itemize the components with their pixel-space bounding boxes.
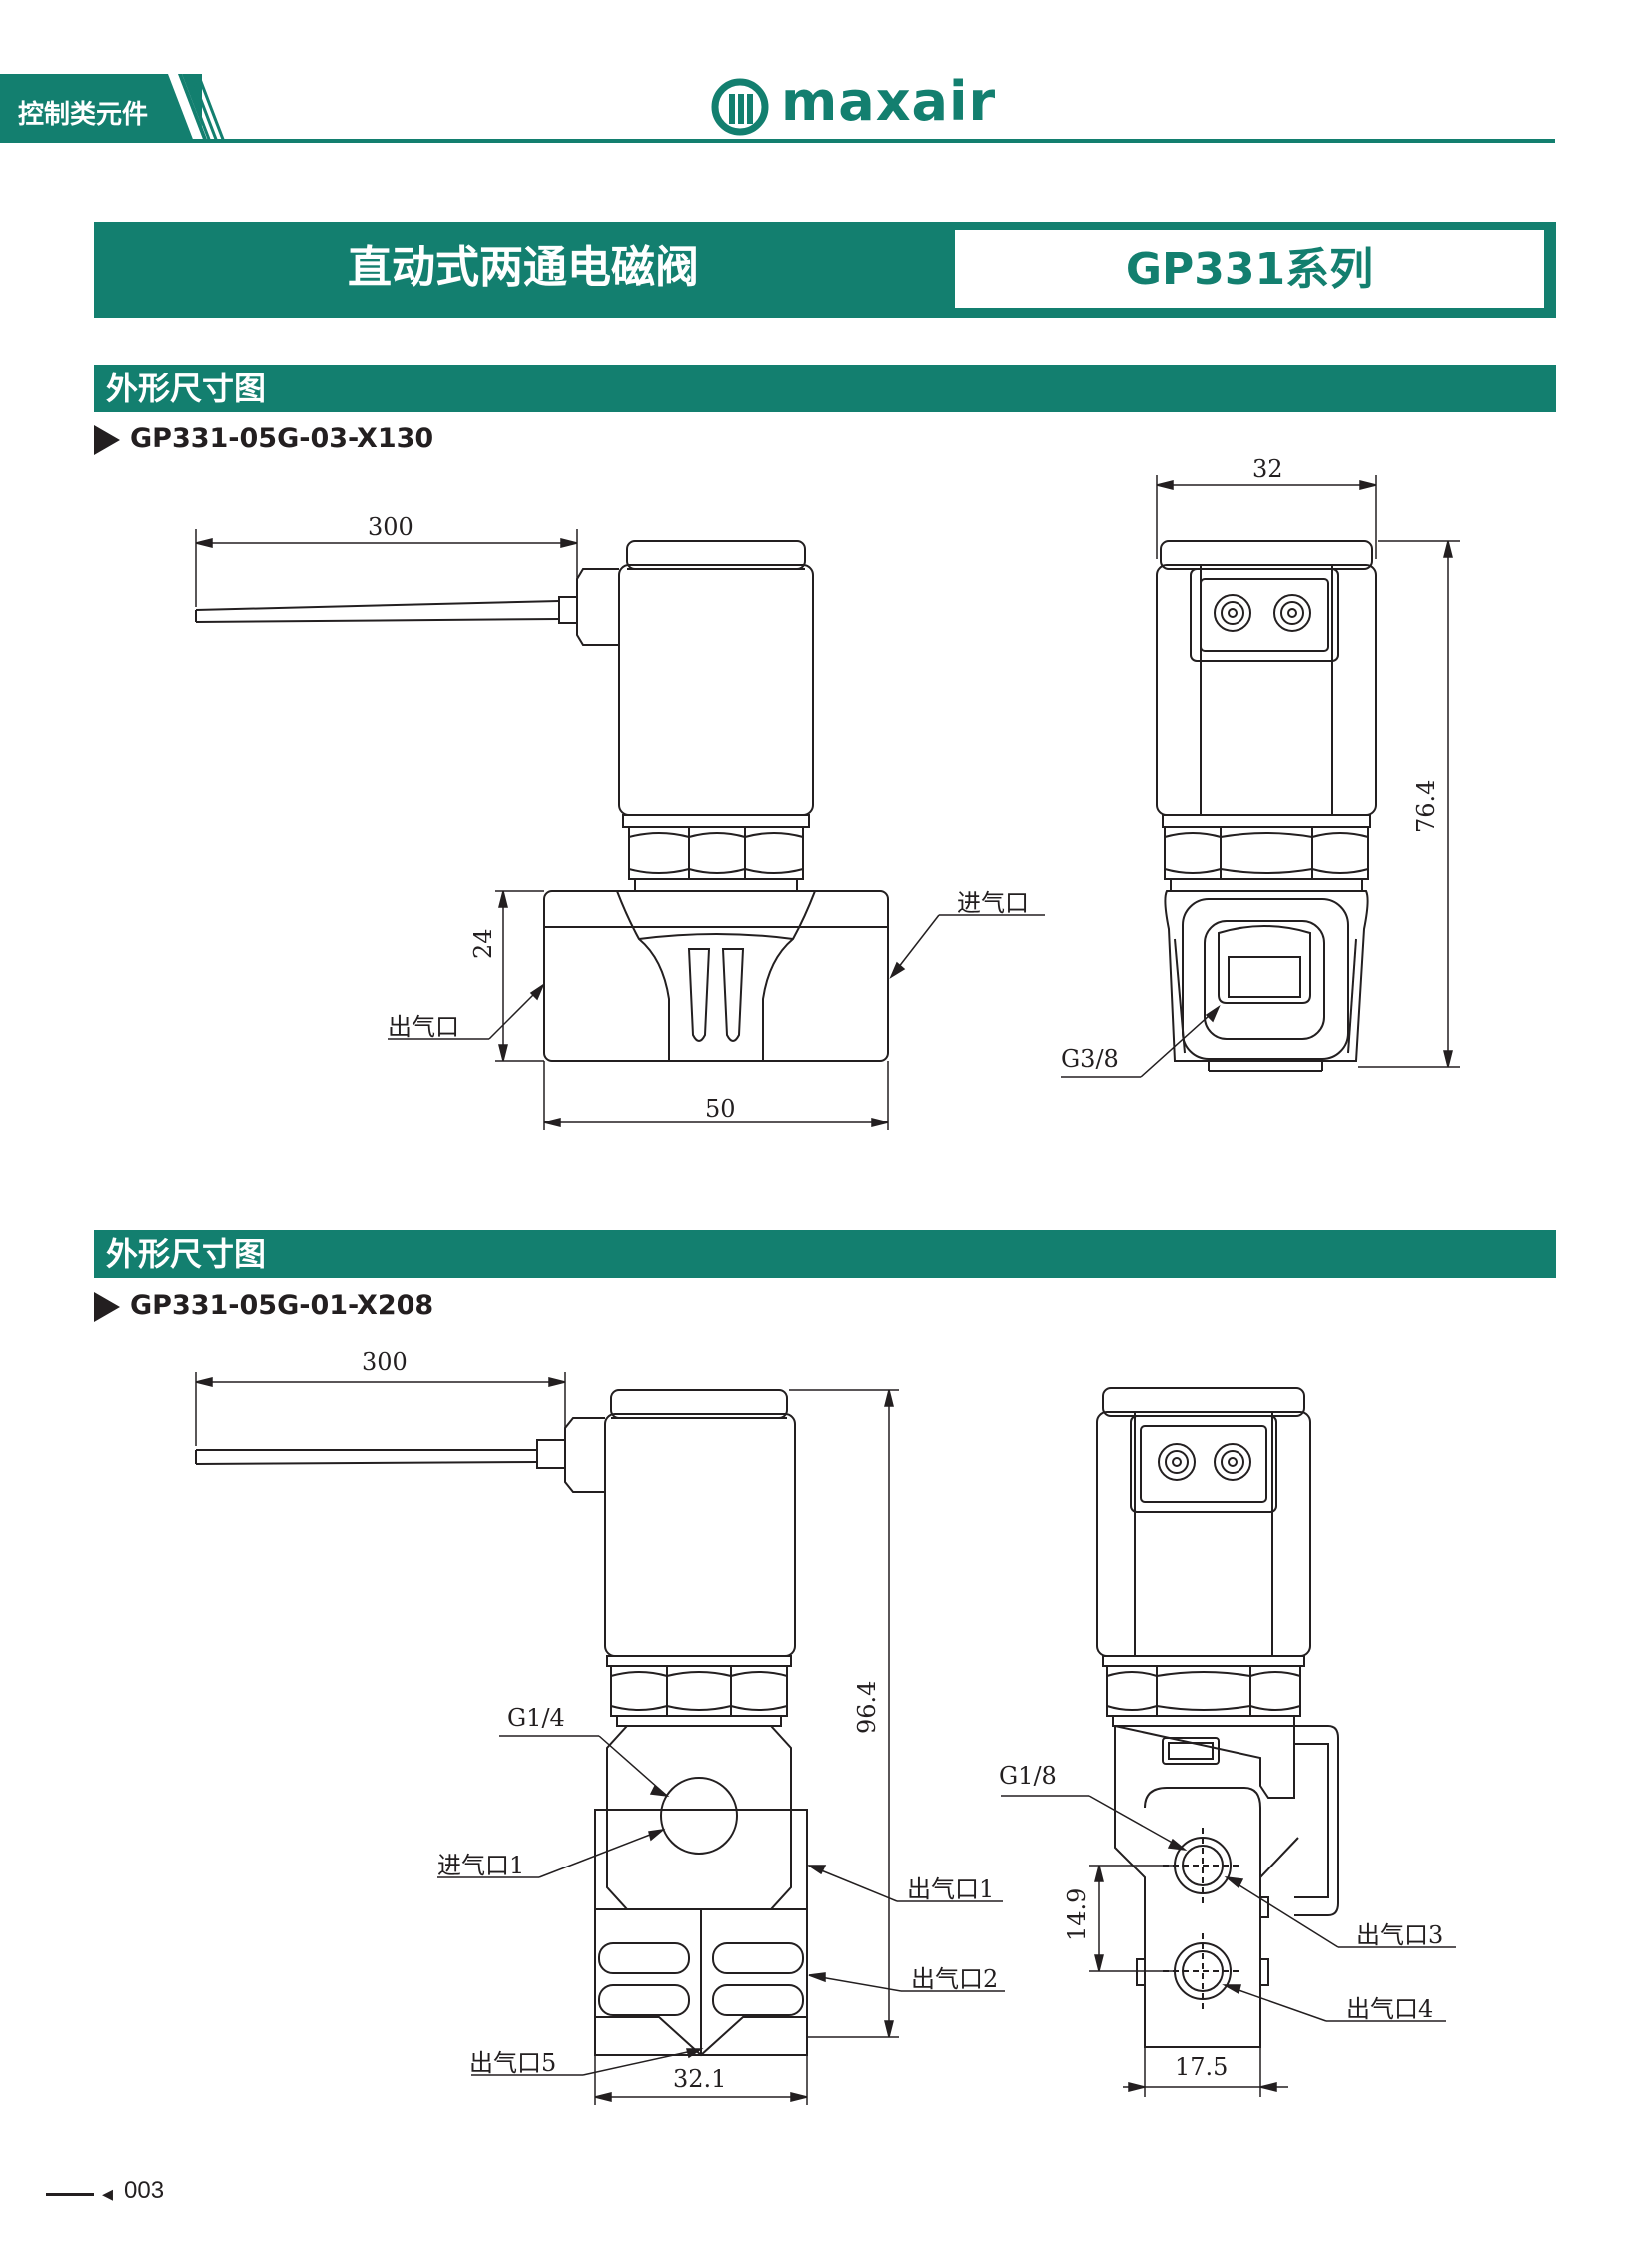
- label-inlet-1: 进气口: [957, 889, 1029, 917]
- section-bar-2: [94, 1230, 1556, 1278]
- side-view-1-dimensions: [1061, 475, 1460, 1078]
- maxair-logo-icon: [711, 78, 769, 136]
- label-thread-side-2: G1/8: [999, 1762, 1057, 1790]
- model-number-1: GP331-05G-03-X130: [130, 423, 434, 454]
- dim-base-width-2: 32.1: [673, 2065, 727, 2093]
- section-title-1: 外形尺寸图: [106, 370, 267, 407]
- label-outlet-3-2: 出气口3: [1356, 1921, 1444, 1949]
- label-thread-inlet-2: G1/4: [507, 1704, 565, 1732]
- footer-rule: [46, 2193, 94, 2196]
- dim-side-width-2: 17.5: [1175, 2053, 1229, 2081]
- category-tab-label: 控制类元件: [18, 100, 149, 130]
- logo-wordmark: maxair: [781, 70, 997, 133]
- dim-side-width-1: 32: [1252, 455, 1283, 483]
- side-view-1: [1156, 540, 1377, 1072]
- front-view-2: [195, 1389, 808, 2057]
- label-thread-1: G3/8: [1061, 1045, 1119, 1073]
- drawing-2: [195, 1372, 1456, 2105]
- drawing-1: [195, 475, 1460, 1130]
- dim-total-height-2: 96.4: [853, 1680, 881, 1734]
- front-view-1-dimensions: [195, 529, 1045, 1130]
- product-title: 直动式两通电磁阀: [348, 242, 699, 293]
- dim-cable-length-2: 300: [362, 1348, 408, 1376]
- section-title-2: 外形尺寸图: [106, 1235, 267, 1273]
- triangle-bullet-icon: [94, 424, 120, 455]
- triangle-bullet-icon: [94, 1291, 120, 1322]
- dim-total-height-1: 76.4: [1412, 779, 1440, 833]
- model-number-2: GP331-05G-01-X208: [130, 1290, 434, 1321]
- model-label-2: GP331-05G-01-X208: [94, 1290, 433, 1322]
- dim-port-spacing-2: 14.9: [1063, 1887, 1091, 1941]
- side-view-2-dimensions: [1001, 1795, 1456, 2097]
- page-number: 003: [124, 2177, 165, 2204]
- dim-body-width-1: 50: [705, 1095, 736, 1122]
- series-box: [955, 230, 1544, 308]
- footer-arrow-icon: ◂: [102, 2182, 114, 2207]
- series-title: GP331系列: [1125, 244, 1374, 295]
- label-outlet-5-2: 出气口5: [469, 2049, 557, 2077]
- front-view-2-dimensions: [195, 1372, 1005, 2105]
- label-outlet-1: 出气口: [388, 1013, 459, 1041]
- label-outlet-2-2: 出气口2: [911, 1965, 999, 1993]
- model-label-1: GP331-05G-03-X130: [94, 423, 433, 455]
- label-outlet-1-2: 出气口1: [907, 1875, 995, 1903]
- section-bar-1: [94, 365, 1556, 412]
- tab-stripes: [168, 74, 226, 142]
- header-rule: [0, 139, 1555, 143]
- dim-cable-length-1: 300: [368, 513, 413, 541]
- label-inlet-1-2: 进气口1: [437, 1852, 525, 1879]
- front-view-1: [195, 540, 889, 1062]
- side-view-2: [1096, 1387, 1339, 2048]
- category-tab: [0, 74, 202, 142]
- label-outlet-4-2: 出气口4: [1346, 1995, 1434, 2023]
- dim-body-height-1: 24: [469, 928, 497, 959]
